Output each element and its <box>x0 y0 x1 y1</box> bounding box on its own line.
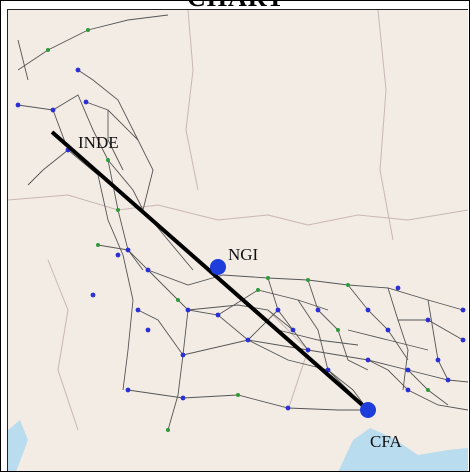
map-canvas: INDE NGI CFA <box>8 10 468 471</box>
waypoints-green <box>46 28 430 432</box>
station-label-ngi: NGI <box>228 245 259 264</box>
station-label-cfa: CFA <box>370 432 403 451</box>
waypoints-blue <box>15 67 466 411</box>
station-label-inde: INDE <box>78 133 119 152</box>
chart-title: CHART <box>1 1 469 13</box>
ngi-marker <box>210 259 226 275</box>
sea-area <box>338 428 468 471</box>
airspace-map[interactable]: INDE NGI CFA <box>7 9 468 471</box>
cfa-marker <box>360 402 376 418</box>
route-line <box>50 130 370 412</box>
airway-network <box>17 14 468 431</box>
boundary-lines <box>8 10 468 431</box>
sea-area-west <box>8 420 28 471</box>
